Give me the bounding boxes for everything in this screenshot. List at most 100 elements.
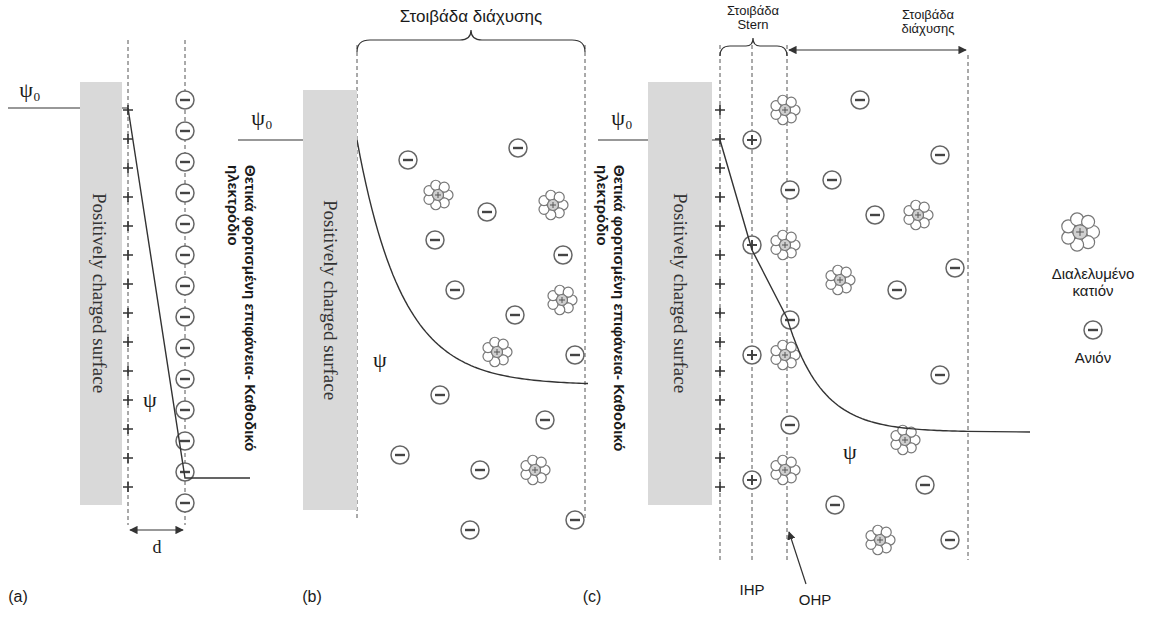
- anion-symbol: [566, 346, 584, 364]
- anion-symbol: [176, 401, 194, 419]
- surface-charge: [123, 337, 133, 347]
- surface-charge: [123, 482, 133, 492]
- surface-label: Positively charged surface: [88, 193, 110, 393]
- anion-symbol: [471, 461, 489, 479]
- anion-symbol: [176, 153, 194, 171]
- potential-label: ψ₀: [19, 78, 40, 102]
- surface-charge: [715, 105, 725, 115]
- electrode-label: Θετικά φορτισμένη επιφάνεια- Καθοδικό ηλ…: [594, 165, 627, 465]
- surface-charge: [715, 308, 725, 318]
- panel-label: (b): [302, 588, 322, 606]
- anion-symbol: [446, 281, 464, 299]
- anion-symbol: [176, 370, 194, 388]
- adsorbed-ion: [743, 346, 761, 364]
- surface-charge: [715, 395, 725, 405]
- anion-symbol: [1084, 321, 1102, 339]
- surface-charge: [715, 337, 725, 347]
- solvated-cation: [539, 190, 568, 219]
- anion-symbol: [888, 281, 906, 299]
- surface-charge: [715, 366, 725, 376]
- dimension-arrow: [130, 529, 183, 530]
- layer-label: Στοιβάδα διάχυσης: [883, 8, 973, 37]
- potential-label: ψ: [143, 388, 157, 412]
- dashed-plane: [968, 55, 969, 560]
- potential-label: ψ: [373, 348, 387, 372]
- surface-charge: [123, 279, 133, 289]
- anion-symbol: [823, 171, 841, 189]
- layer-label: Στοιβάδα διάχυσης: [400, 8, 542, 27]
- anion-symbol: [941, 531, 959, 549]
- surface-charge: [715, 482, 725, 492]
- anion-symbol: [391, 446, 409, 464]
- adsorbed-ion: [743, 131, 761, 149]
- layer-brace: [720, 38, 787, 56]
- surface-charge: [123, 424, 133, 434]
- charged-surface: Positively charged surface: [303, 90, 357, 510]
- solvated-cation: [904, 200, 933, 229]
- legend-item: Ανιόν: [1039, 350, 1147, 367]
- anion-symbol: [176, 91, 194, 109]
- solvated-cation: [424, 180, 453, 209]
- legend-text: Διαλελυμένο κατιόν: [1052, 265, 1135, 299]
- solvated-cation: [1062, 213, 1100, 251]
- surface-charge: [123, 134, 133, 144]
- surface-charge: [123, 163, 133, 173]
- charged-surface: Positively charged surface: [80, 82, 122, 505]
- anion-symbol: [566, 511, 584, 529]
- solvated-cation: [771, 95, 800, 124]
- solvated-cation: [521, 455, 550, 484]
- anion-symbol: [399, 151, 417, 169]
- layer-label: Στοιβάδα Stern: [716, 4, 791, 33]
- anion-symbol: [866, 206, 884, 224]
- solvated-cation: [771, 455, 800, 484]
- anion-symbol: [916, 476, 934, 494]
- surface-charge: [123, 192, 133, 202]
- charged-surface: Positively charged surface: [648, 82, 712, 505]
- anion-symbol: [426, 231, 444, 249]
- surface-charge: [123, 453, 133, 463]
- anion-symbol: [506, 306, 524, 324]
- dimension-label: d: [153, 538, 162, 558]
- anion-symbol: [554, 246, 572, 264]
- anion-symbol: [176, 339, 194, 357]
- layer-arrow: [789, 49, 966, 50]
- anion-symbol: [176, 308, 194, 326]
- anion-symbol: [931, 366, 949, 384]
- anion-symbol: [478, 203, 496, 221]
- adsorbed-ion: [743, 471, 761, 489]
- surface-charge: [715, 192, 725, 202]
- anion-symbol: [176, 122, 194, 140]
- surface-charge: [123, 395, 133, 405]
- surface-charge: [123, 221, 133, 231]
- legend-text: Ανιόν: [1075, 349, 1111, 366]
- leader-arrow: [789, 532, 806, 584]
- solvated-cation: [771, 230, 800, 259]
- surface-label: Positively charged surface: [319, 200, 341, 400]
- surface-charge: [715, 250, 725, 260]
- surface-charge: [715, 424, 725, 434]
- surface-charge: [123, 250, 133, 260]
- solvated-cation: [826, 265, 855, 294]
- surface-charge: [715, 453, 725, 463]
- anion-symbol: [176, 184, 194, 202]
- surface-charge: [715, 163, 725, 173]
- anion-symbol: [461, 521, 479, 539]
- layer-brace: [357, 30, 585, 52]
- potential-label: ψ: [843, 440, 857, 464]
- anion-symbol: [781, 416, 799, 434]
- anion-symbol: [431, 386, 449, 404]
- surface-charge: [715, 279, 725, 289]
- solvated-cation: [548, 285, 577, 314]
- potential-label: ψ₀: [611, 106, 632, 130]
- solvated-cation: [866, 525, 895, 554]
- surface-charge: [715, 221, 725, 231]
- anion-symbol: [931, 146, 949, 164]
- surface-charge: [123, 366, 133, 376]
- potential-label: ψ₀: [251, 106, 272, 130]
- anion-symbol: [176, 494, 194, 512]
- dashed-plane: [585, 45, 586, 520]
- potential-curve: [128, 108, 250, 478]
